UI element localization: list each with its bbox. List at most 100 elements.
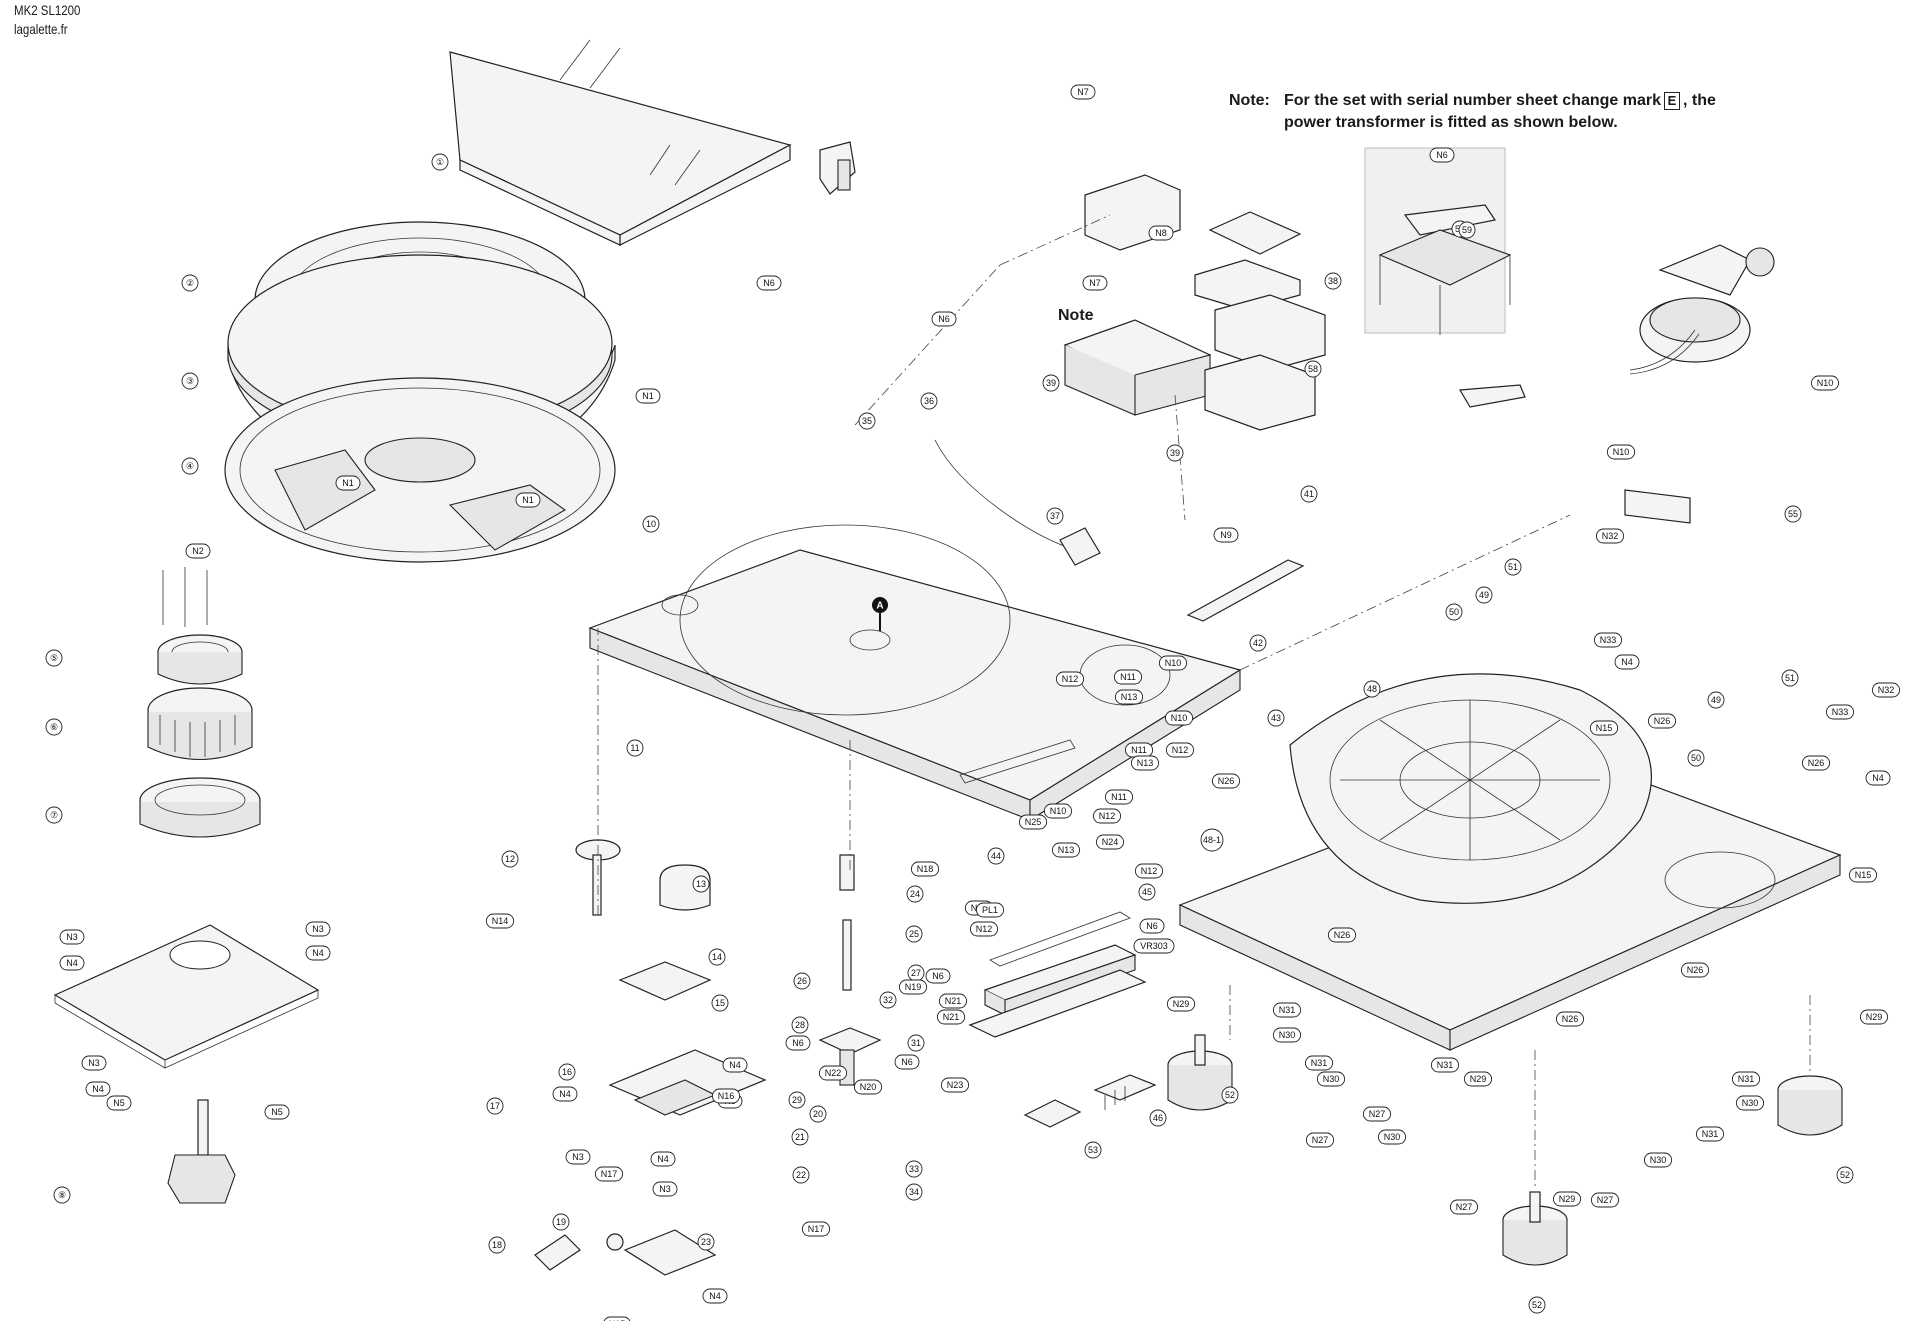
screw-callout-label: N3	[572, 1152, 584, 1162]
transformer-alt	[1364, 147, 1512, 335]
part-callout: 10	[642, 515, 660, 533]
screw-callout-label: N33	[1832, 707, 1849, 717]
part-callout-label: 24	[910, 889, 920, 899]
part-callout-label: 39	[1046, 378, 1056, 388]
screw-callout: N33	[1593, 632, 1623, 648]
part-callout-label: ⑦	[50, 810, 58, 820]
screw-callout: N1	[335, 475, 361, 491]
part-callout: 26	[793, 972, 811, 990]
platter-underside	[224, 377, 616, 563]
screw-callout: N6	[925, 968, 951, 984]
part-callout-label: ⑥	[50, 722, 58, 732]
part-callout: 28	[791, 1016, 809, 1034]
power-cord	[934, 439, 1101, 566]
screw-callout-label: N31	[1702, 1129, 1719, 1139]
screw-callout-label: N3	[659, 1184, 671, 1194]
screw-callout-label: N4	[709, 1291, 721, 1301]
screw-callout-label: N4	[559, 1089, 571, 1099]
screw-callout-label: N1	[642, 391, 654, 401]
screw-callout: N4	[305, 945, 331, 961]
part-callout: 48-1	[1200, 828, 1224, 852]
screw-callout: N10	[1164, 710, 1194, 726]
part-callout: 35	[858, 412, 876, 430]
screw-callout: N12	[1134, 863, 1164, 879]
part-callout: 59	[1458, 221, 1476, 239]
screw-callout: N29	[1859, 1009, 1889, 1025]
screw-callout: N3	[652, 1181, 678, 1197]
part-callout: 24	[906, 885, 924, 903]
arrow-a-label: A	[876, 601, 883, 612]
part-callout-label: 22	[796, 1170, 806, 1180]
part-callout-label: 52	[1225, 1090, 1235, 1100]
screw-callout: N10	[1606, 444, 1636, 460]
screw-callout-label: N29	[1559, 1194, 1576, 1204]
screw-callout-label: N27	[1597, 1195, 1614, 1205]
screw-callout: N4	[722, 1057, 748, 1073]
part-callout-label: 51	[1785, 673, 1795, 683]
screw-callout: N30	[1316, 1071, 1346, 1087]
screw-callout-label: N26	[1562, 1014, 1579, 1024]
screw-callout: N29	[1463, 1071, 1493, 1087]
part-callout-label: 50	[1691, 753, 1701, 763]
screw-callout: VR303	[1133, 938, 1175, 954]
part-callout-label: ⑧	[58, 1190, 66, 1200]
screw-callout-label: N14	[492, 916, 509, 926]
part-callout-label: 20	[813, 1109, 823, 1119]
transformer-core	[1194, 211, 1326, 431]
screw-callout-label: N4	[729, 1060, 741, 1070]
dust-cover	[449, 39, 792, 246]
part-callout-label: 27	[911, 968, 921, 978]
part-callout: ①	[431, 153, 449, 171]
screw-callout-label: N27	[1312, 1135, 1329, 1145]
part-callout: 25	[905, 925, 923, 943]
screw-callout-label: N3	[88, 1058, 100, 1068]
part-callout-label: 13	[696, 879, 706, 889]
screw-callout: N27	[1590, 1192, 1620, 1208]
screw-callout: N3	[565, 1149, 591, 1165]
screw-callout-label: N12	[976, 924, 993, 934]
part-callout: ④	[181, 457, 199, 475]
screw-callout-label: N26	[1687, 965, 1704, 975]
screw-callout-label: N9	[1220, 530, 1232, 540]
part-callout: 21	[791, 1128, 809, 1146]
part-callout-label: 42	[1253, 638, 1263, 648]
screw-callout-label: N15	[1855, 870, 1872, 880]
screw-callout: N31	[1731, 1071, 1761, 1087]
part-callout-label: 33	[909, 1164, 919, 1174]
screw-callout: N26	[1555, 1011, 1585, 1027]
part-callout: 51	[1504, 558, 1522, 576]
part-callout: 37	[1046, 507, 1064, 525]
screw-callout-label: N26	[1808, 758, 1825, 768]
screw-callout: N26	[1801, 755, 1831, 771]
screw-callout: N10	[1043, 803, 1073, 819]
screw-callout: N14	[485, 913, 515, 929]
screw-callout: N15	[1589, 720, 1619, 736]
part-callout-label: 52	[1532, 1300, 1542, 1310]
screw-callout-label: N10	[1165, 658, 1182, 668]
screw-callout-label: N15	[609, 1319, 626, 1321]
part-callout: 51	[1781, 669, 1799, 687]
part-callout: 11	[626, 739, 644, 757]
part-callout: 36	[920, 392, 938, 410]
part-callout: ③	[181, 372, 199, 390]
screw-callout: N1	[635, 388, 661, 404]
assembly-lines	[597, 214, 1811, 1190]
screw-callout: N23	[940, 1077, 970, 1093]
screw-callout: N31	[1304, 1055, 1334, 1071]
stator-coils	[147, 687, 253, 760]
screw-callout: N11	[1113, 669, 1143, 685]
screw-callout: N30	[1643, 1152, 1673, 1168]
part-callout: 55	[1784, 505, 1802, 523]
note-tag: Note	[1058, 307, 1094, 324]
part-callout: 48	[1363, 680, 1381, 698]
part-callout: 27	[907, 964, 925, 982]
part-callout: 43	[1267, 709, 1285, 727]
screw-callout-label: N4	[92, 1084, 104, 1094]
part-callout: 45	[1138, 883, 1156, 901]
screw-callout-label: N30	[1742, 1098, 1759, 1108]
screw-callout: N29	[1552, 1191, 1582, 1207]
screw-callout-label: N29	[1470, 1074, 1487, 1084]
screw-callout-label: N31	[1311, 1058, 1328, 1068]
part-callout-label: 45	[1142, 887, 1152, 897]
screw-callout: N6	[1429, 147, 1455, 163]
